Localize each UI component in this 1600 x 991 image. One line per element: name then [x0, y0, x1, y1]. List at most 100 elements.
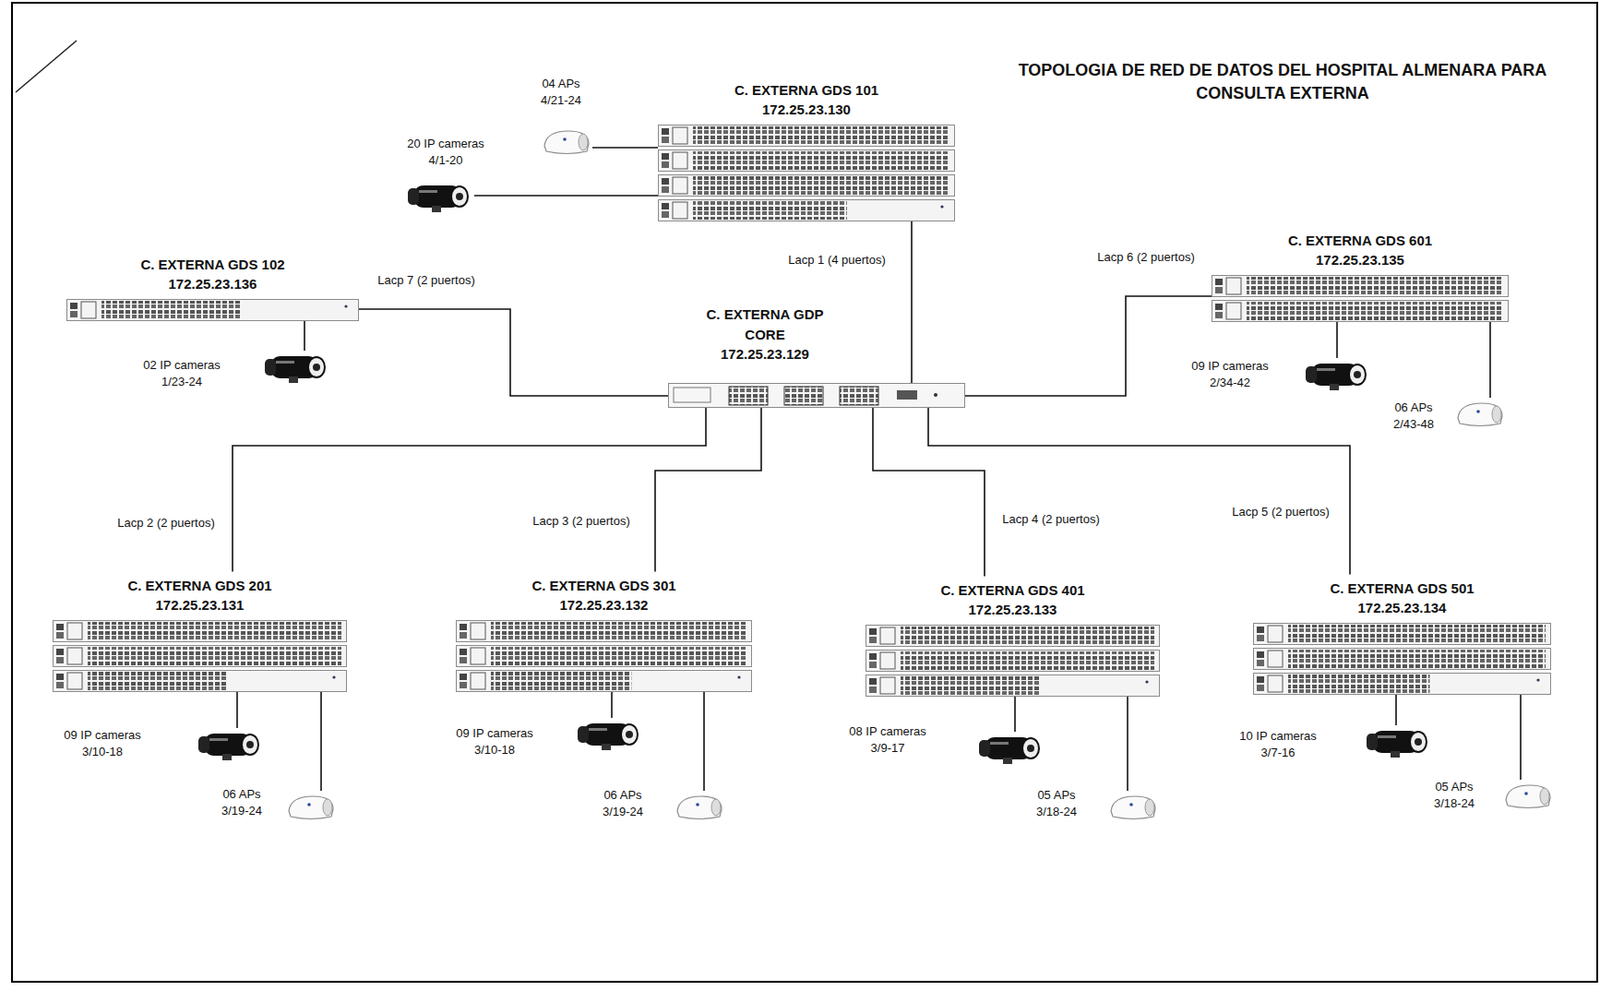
access-point-led [1524, 791, 1529, 796]
access-point-face [578, 133, 588, 151]
camera-shine [1316, 368, 1336, 371]
uplink-block [1267, 675, 1283, 693]
camera-hood [264, 358, 276, 376]
switch-led [56, 632, 64, 639]
camera-hood [1305, 366, 1317, 383]
switch-heading: C. EXTERNA GDS 401172.25.23.133 [940, 580, 1085, 621]
camera-lens [241, 734, 259, 755]
ip-address: 172.25.23.132 [531, 595, 676, 616]
switch-led [1256, 651, 1265, 658]
camera-mount [1329, 383, 1339, 391]
edge-label: Lacp 4 (2 puertos) [999, 512, 1103, 528]
device-icon [66, 298, 359, 322]
status-dot [1145, 680, 1148, 683]
camera-hood [198, 736, 210, 753]
switch-chassis [658, 175, 956, 197]
uplink-block [672, 177, 688, 194]
device-label: 05 APs3/18-24 [1036, 787, 1077, 820]
port-range: 3/18-24 [1433, 795, 1475, 812]
switch-led [869, 661, 877, 669]
port-array [490, 646, 747, 666]
switch-led [56, 623, 64, 631]
switch-name: C. EXTERNA GDS 201 [127, 575, 272, 597]
switch-led [1256, 659, 1265, 667]
ip-address: 172.25.23.135 [1288, 250, 1433, 271]
ip-address: 172.25.23.134 [1329, 597, 1474, 619]
switch-chassis [1212, 275, 1509, 298]
camera-lens-core [1026, 744, 1035, 753]
page-frame [11, 2, 1598, 982]
switch-chassis [53, 670, 347, 693]
access-point-body [1110, 796, 1156, 820]
camera-shine [418, 190, 438, 193]
device-icon [657, 124, 956, 222]
device-icon [673, 790, 726, 823]
switch-chassis [456, 645, 753, 668]
port-array [692, 126, 950, 145]
switch-stack: C. EXTERNA GDS 601172.25.23.135 [1211, 274, 1509, 323]
switch-led [869, 628, 877, 635]
camera-mount [601, 743, 611, 751]
camera-shine [275, 360, 295, 364]
camera-mount [222, 753, 232, 761]
device-icon [975, 731, 1046, 765]
port-range: 2/34-42 [1191, 374, 1269, 392]
switch-led [1256, 634, 1265, 642]
switch-chassis [456, 670, 753, 693]
device-label: 20 IP cameras4/1-20 [406, 135, 485, 168]
camera-hood [979, 740, 991, 757]
core-module [896, 390, 918, 400]
camera-lens-core [625, 730, 633, 739]
switch-heading: C. EXTERNA GDS 101172.25.23.130 [734, 80, 879, 121]
uplink-block [672, 152, 688, 169]
access-point-face [1145, 799, 1155, 816]
port-array [87, 621, 342, 641]
edge-label: Lacp 1 (4 puertos) [785, 252, 889, 269]
switch-led [1215, 311, 1223, 319]
port-group [784, 386, 824, 406]
switch-led [70, 310, 78, 318]
switch-led [661, 161, 669, 168]
access-point-body [677, 796, 722, 820]
device-icon [1211, 274, 1509, 323]
device-count: 20 IP cameras [406, 135, 485, 153]
access-point-body [544, 131, 589, 155]
access-point-face [1540, 788, 1550, 805]
camera-mount [288, 376, 299, 383]
access-link [1489, 322, 1492, 398]
port-array [692, 176, 950, 195]
core-switch: C. EXTERNA GDP CORE172.25.23.129 [668, 382, 966, 408]
device-count: 06 APs [1393, 399, 1434, 417]
camera-shine [588, 728, 608, 731]
status-dot [933, 393, 938, 397]
status-dot [332, 675, 335, 679]
device-count: 04 APs [540, 75, 582, 93]
switch-led [869, 636, 877, 644]
device-icon [540, 125, 593, 157]
edge-label: Lacp 3 (2 puertos) [529, 513, 633, 530]
uplink-block [470, 672, 486, 690]
device-count: 05 APs [1433, 778, 1475, 796]
switch-chassis [866, 625, 1160, 647]
switch-name: C. EXTERNA GDS 601 [1288, 230, 1433, 251]
port-array [900, 651, 1155, 670]
switch-led [869, 686, 877, 693]
switch-led [459, 656, 467, 664]
uplink-block [1267, 625, 1283, 643]
port-range: 4/21-24 [540, 92, 582, 109]
access-point-face [1492, 405, 1502, 423]
switch-chassis [658, 150, 956, 172]
device-count: 05 APs [1036, 787, 1077, 804]
edge-label: Lacp 7 (2 puertos) [374, 273, 478, 289]
camera-shine [209, 738, 228, 741]
camera-node: 10 IP cameras3/7-16 [1362, 725, 1433, 759]
device-icon [573, 717, 645, 752]
switch-stack: C. EXTERNA GDS 101172.25.23.130 [657, 124, 956, 222]
ip-address: 172.25.23.130 [734, 99, 879, 120]
switch-heading: C. EXTERNA GDS 501172.25.23.134 [1329, 578, 1474, 620]
port-range: 3/10-18 [455, 741, 534, 759]
port-array [1288, 674, 1430, 693]
access-point-led [1476, 409, 1481, 414]
edge-label: Lacp 2 (2 puertos) [114, 515, 218, 532]
